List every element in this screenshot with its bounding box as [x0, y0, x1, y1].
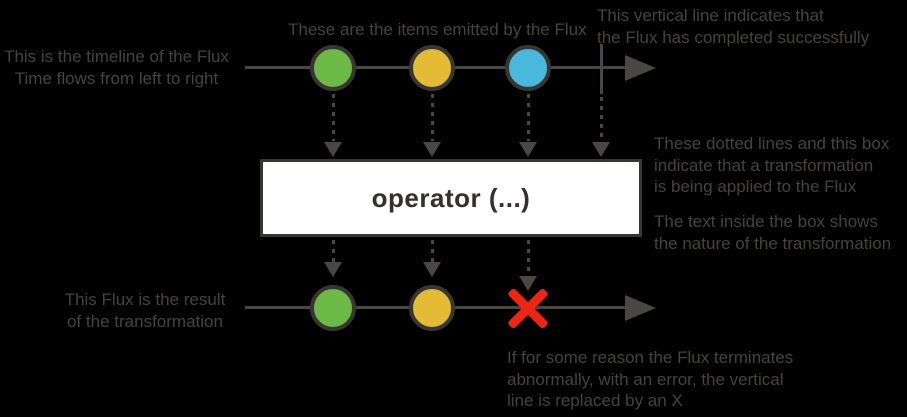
complete-note: This vertical line indicates that the Fl… — [597, 5, 869, 48]
error-note-line2: abnormally, with an error, the vertical — [507, 369, 784, 389]
result-note-line2: of the transformation — [67, 311, 223, 331]
timeline-note: This is the timeline of the Flux Time fl… — [0, 46, 233, 89]
dotted-line-complete-in — [600, 97, 603, 141]
transform-note: These dotted lines and this box indicate… — [654, 133, 889, 198]
source-timeline-arrowhead-icon — [625, 55, 656, 81]
dotted-arrowhead-green-out-icon — [324, 262, 342, 277]
box-text-note-line2: the nature of the transformation — [654, 233, 892, 253]
transform-note-line1: These dotted lines and this box — [654, 134, 890, 153]
result-timeline-arrowhead-icon — [625, 295, 656, 321]
dotted-line-error-out — [527, 240, 530, 277]
source-marble-green — [310, 45, 356, 91]
transform-note-line2: indicate that a transformation — [654, 155, 874, 175]
dotted-arrowhead-error-out-icon — [519, 276, 537, 291]
error-note-line3: line is replaced by an X — [507, 391, 683, 410]
dotted-line-blue-in — [527, 94, 530, 141]
source-marble-blue — [505, 45, 551, 91]
items-note-line1: These are the items emitted by the Flux — [288, 20, 587, 39]
operator-box: operator (...) — [260, 159, 642, 237]
dotted-arrowhead-yellow-out-icon — [423, 262, 441, 277]
dotted-line-yellow-out — [431, 240, 434, 263]
box-text-note-line1: The text inside the box shows — [654, 212, 878, 231]
items-note: These are the items emitted by the Flux — [288, 19, 587, 41]
box-text-note: The text inside the box shows the nature… — [654, 211, 891, 254]
complete-note-line1: This vertical line indicates that — [597, 6, 824, 25]
result-marble-yellow — [409, 285, 455, 331]
dotted-line-yellow-in — [431, 94, 434, 141]
dotted-arrowhead-complete-in-icon — [592, 142, 610, 157]
error-note: If for some reason the Flux terminates a… — [507, 347, 793, 412]
error-x-icon — [507, 287, 549, 329]
result-marble-green — [310, 285, 356, 331]
operator-box-label: operator (...) — [371, 182, 531, 213]
result-note: This Flux is the result of the transform… — [15, 289, 275, 332]
timeline-note-line2: Time flows from left to right — [14, 68, 219, 88]
error-note-line1: If for some reason the Flux terminates — [507, 348, 794, 367]
dotted-line-green-in — [332, 94, 335, 141]
dotted-line-green-out — [332, 240, 335, 263]
dotted-arrowhead-yellow-in-icon — [423, 142, 441, 157]
transform-note-line3: is being applied to the Flux — [654, 177, 857, 196]
timeline-note-line1: This is the timeline of the Flux — [4, 47, 229, 66]
complete-marker-line — [600, 44, 603, 94]
dotted-arrowhead-blue-in-icon — [519, 142, 537, 157]
dotted-arrowhead-green-in-icon — [324, 142, 342, 157]
complete-note-line2: the Flux has completed successfully — [597, 27, 870, 47]
source-marble-yellow — [409, 45, 455, 91]
result-note-line1: This Flux is the result — [64, 290, 226, 309]
